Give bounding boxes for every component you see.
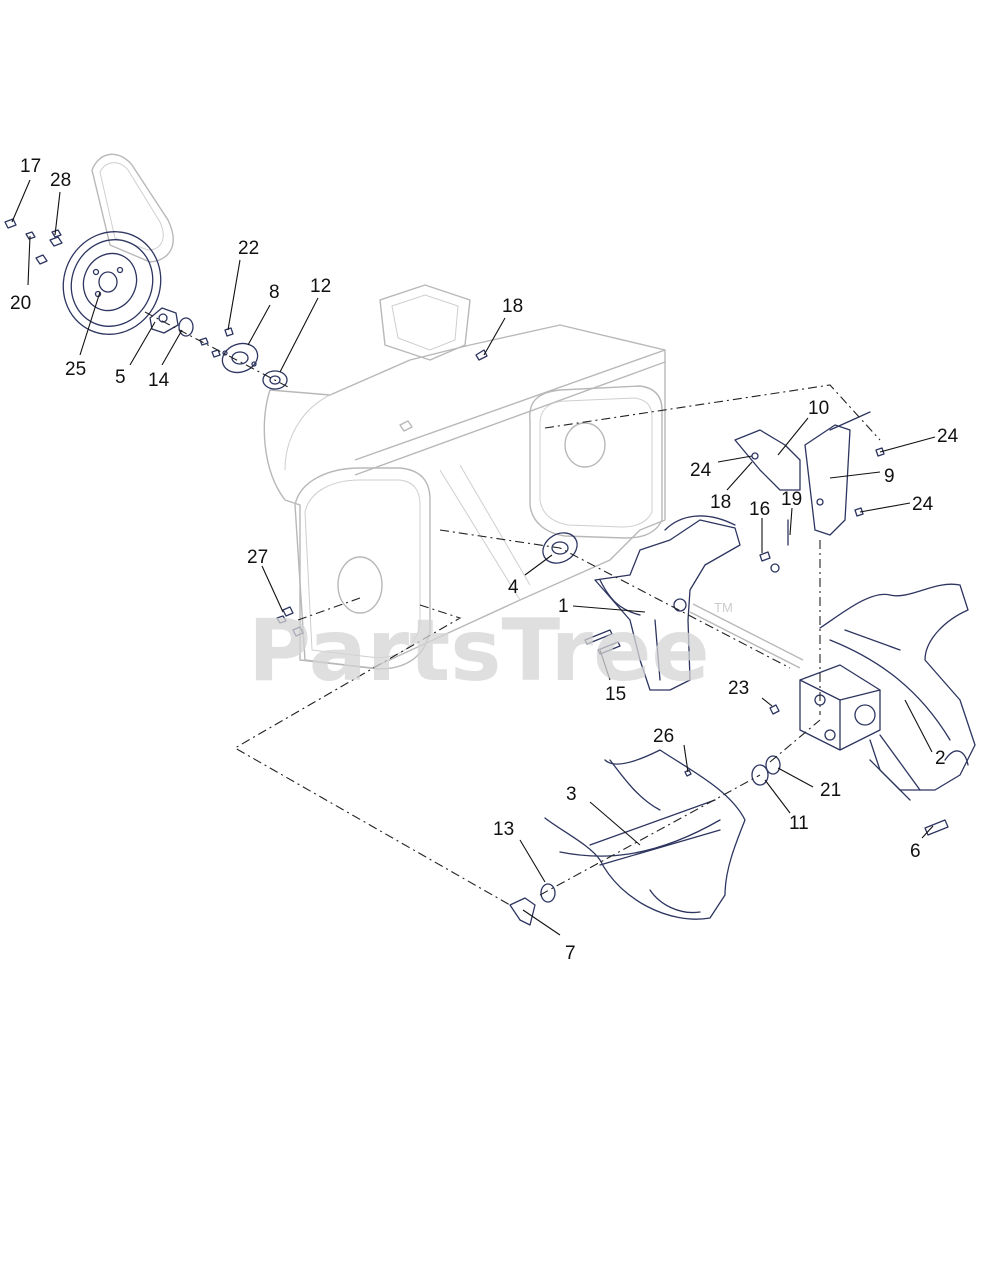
callout-19: 19: [781, 489, 802, 510]
ball-bearing: [262, 370, 288, 390]
callout-11: 11: [789, 813, 809, 834]
callout-17: 17: [20, 156, 41, 177]
callout-15: 15: [605, 684, 626, 705]
auger-housing-ghost: [263, 284, 666, 670]
callout-4: 4: [508, 577, 519, 598]
callout-21: 21: [820, 780, 841, 801]
nut-28: [49, 236, 63, 247]
bracket-9: [804, 424, 851, 536]
callout-3: 3: [566, 784, 577, 805]
callout-1: 1: [558, 596, 569, 617]
callout-24-top: 24: [937, 426, 959, 447]
callout-22: 22: [238, 238, 259, 259]
callout-16: 16: [749, 499, 770, 520]
bolt-6: [924, 819, 949, 836]
callout-26: 26: [653, 726, 674, 747]
leader-lines: [11, 179, 936, 936]
shear-pin: [584, 629, 613, 645]
watermark-text: PartsTree: [248, 601, 710, 701]
callout-2: 2: [935, 748, 946, 769]
callout-18-top: 18: [502, 296, 523, 317]
callout-8: 8: [269, 282, 280, 303]
callout-27: 27: [247, 547, 268, 568]
bushing-13: [540, 883, 556, 903]
callout-6: 6: [910, 841, 921, 862]
callout-24-right: 24: [912, 494, 934, 515]
gearbox: [799, 664, 881, 751]
auger-right: [819, 583, 976, 801]
callout-25: 25: [65, 359, 86, 380]
bearing-plate: [542, 532, 578, 564]
bracket-7: [509, 897, 536, 926]
bushing: [178, 317, 194, 337]
flange-plate: [221, 342, 259, 374]
parts: [4, 218, 976, 926]
callout-18-right: 18: [710, 492, 731, 513]
callout-14: 14: [148, 370, 170, 391]
callout-9: 9: [884, 466, 895, 487]
bearing-flange: [149, 307, 179, 334]
callout-7: 7: [565, 943, 576, 964]
washer-11: [751, 764, 769, 786]
callout-12: 12: [310, 276, 331, 297]
pulley: [62, 231, 162, 335]
callout-13: 13: [493, 819, 514, 840]
washer-20: [25, 231, 36, 240]
watermark-trademark: TM: [714, 600, 733, 615]
assembly-lines: [144, 311, 881, 906]
impeller: [594, 515, 741, 691]
callout-10: 10: [808, 398, 829, 419]
auger-left: [544, 749, 746, 920]
drive-belt-ghost: [91, 153, 174, 263]
callout-24-left: 24: [690, 460, 712, 481]
bolt-17: [4, 218, 17, 229]
washer-21: [765, 755, 781, 775]
callout-5: 5: [115, 367, 126, 388]
bracket-10: [734, 429, 801, 491]
callout-23: 23: [728, 678, 749, 699]
callout-28: 28: [50, 170, 71, 191]
callout-20: 20: [10, 293, 31, 314]
callout-labels: 17 28 20 25 5 14 22 8 12 18 10 24 24 18 …: [10, 156, 959, 964]
